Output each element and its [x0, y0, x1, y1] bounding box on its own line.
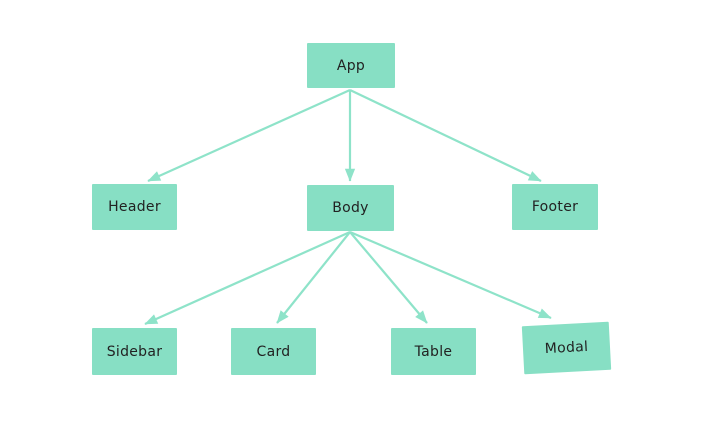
- edge-body-modal: [349, 230, 552, 320]
- node-card[interactable]: Card: [231, 328, 316, 375]
- node-header[interactable]: Header: [92, 184, 177, 230]
- edge-app-footer: [349, 89, 542, 182]
- node-app[interactable]: App: [307, 43, 395, 88]
- node-body[interactable]: Body: [307, 185, 394, 231]
- node-table[interactable]: Table: [391, 328, 476, 375]
- node-sidebar[interactable]: Sidebar: [92, 328, 177, 375]
- node-footer[interactable]: Footer: [512, 184, 598, 230]
- edge-body-table: [349, 231, 428, 324]
- edge-body-sidebar: [144, 230, 351, 326]
- edge-app-header: [147, 88, 351, 183]
- edge-body-card: [276, 231, 351, 324]
- node-modal[interactable]: Modal: [521, 321, 612, 375]
